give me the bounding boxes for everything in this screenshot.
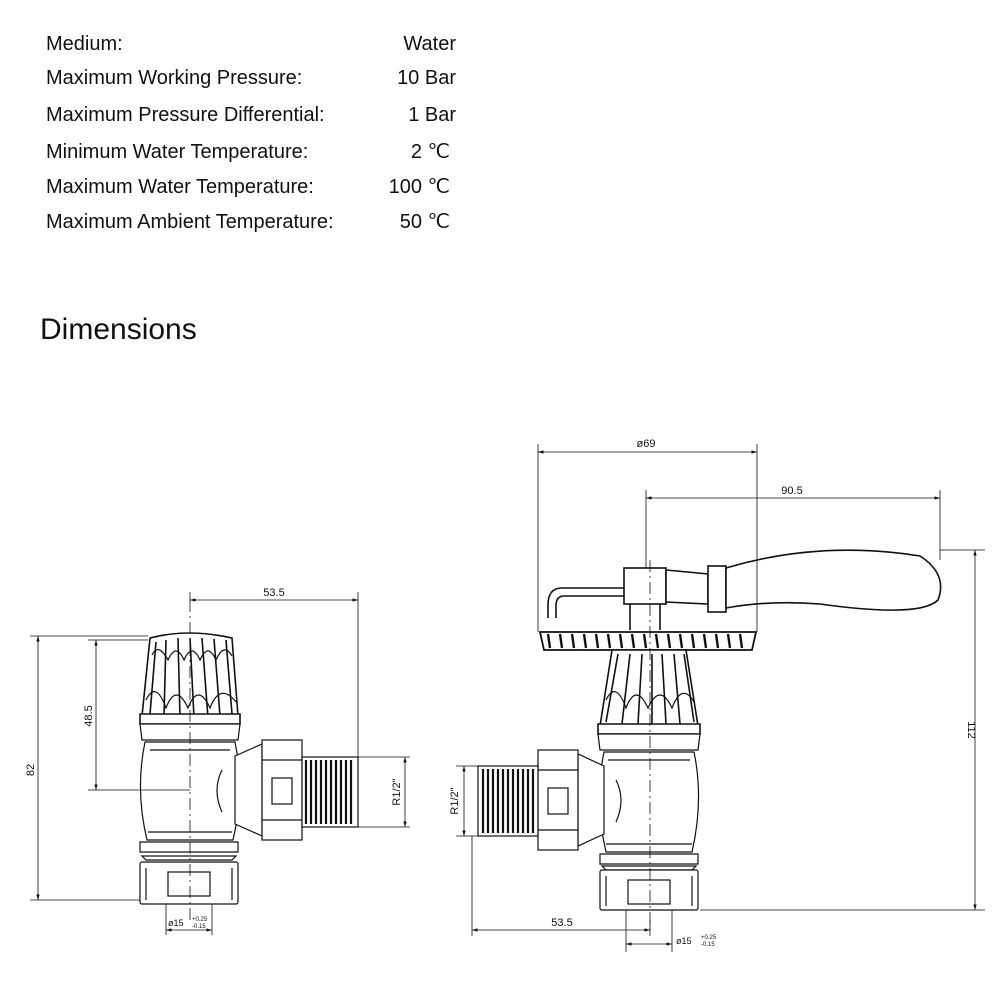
right-valve-dimensions bbox=[456, 444, 985, 952]
spec-row-pressure-differential: Maximum Pressure Differential: 1 Bar bbox=[46, 100, 456, 130]
right-valve-lever bbox=[547, 549, 942, 630]
spec-row-medium: Medium: Water bbox=[46, 29, 456, 59]
right-valve-wheel bbox=[538, 631, 758, 651]
dimensions-heading: Dimensions bbox=[40, 313, 197, 346]
left-valve-body bbox=[139, 600, 359, 920]
spec-row-max-water-temp: Maximum Water Temperature: 100 ℃ bbox=[46, 172, 450, 202]
right-pipe-label: ø15 bbox=[676, 936, 692, 946]
left-height-label: 82 bbox=[25, 764, 37, 776]
left-head-height-label: 48.5 bbox=[83, 705, 95, 726]
right-width-label: 53.5 bbox=[551, 917, 572, 929]
spec-label: Maximum Pressure Differential: bbox=[46, 104, 325, 126]
right-pipe-tol-lower: -0.15 bbox=[701, 942, 715, 948]
right-height-label: 112 bbox=[965, 721, 977, 739]
spec-value: Water bbox=[403, 33, 456, 55]
right-valve-head bbox=[597, 649, 701, 735]
spec-label: Minimum Water Temperature: bbox=[46, 141, 309, 163]
left-pipe-label: ø15 bbox=[168, 918, 184, 928]
left-width-label: 53.5 bbox=[263, 587, 284, 599]
right-valve-drawing: ø69 90.5 112 R1/2" 53.5 ø15 +0.25 -0.15 bbox=[449, 438, 985, 952]
spec-value: 1 Bar bbox=[408, 104, 456, 126]
spec-value: 100 ℃ bbox=[388, 176, 450, 198]
left-pipe-tol-upper: +0.25 bbox=[192, 917, 208, 923]
left-valve-drawing: 53.5 82 48.5 R1/2" ø15 +0.25 -0.15 bbox=[25, 587, 410, 935]
left-valve-dimensions bbox=[30, 592, 410, 935]
left-thread-label: R1/2" bbox=[391, 778, 403, 805]
spec-value: 10 Bar bbox=[397, 67, 456, 89]
spec-value: 2 ℃ bbox=[410, 141, 450, 163]
spec-row-working-pressure: Maximum Working Pressure: 10 Bar bbox=[46, 63, 456, 93]
spec-value: 50 ℃ bbox=[399, 211, 450, 233]
right-wheel-diameter-label: ø69 bbox=[637, 438, 656, 450]
right-pipe-tol-upper: +0.25 bbox=[701, 935, 717, 941]
right-valve-body bbox=[477, 560, 701, 932]
spec-label: Maximum Working Pressure: bbox=[46, 67, 303, 89]
spec-row-max-ambient-temp: Maximum Ambient Temperature: 50 ℃ bbox=[46, 207, 450, 237]
spec-label: Maximum Water Temperature: bbox=[46, 176, 314, 198]
spec-label: Maximum Ambient Temperature: bbox=[46, 211, 334, 233]
right-thread-label: R1/2" bbox=[449, 787, 461, 814]
spec-label: Medium: bbox=[46, 33, 123, 55]
spec-row-min-water-temp: Minimum Water Temperature: 2 ℃ bbox=[46, 137, 450, 167]
right-lever-length-label: 90.5 bbox=[781, 485, 802, 497]
left-pipe-tol-lower: -0.15 bbox=[192, 924, 206, 930]
